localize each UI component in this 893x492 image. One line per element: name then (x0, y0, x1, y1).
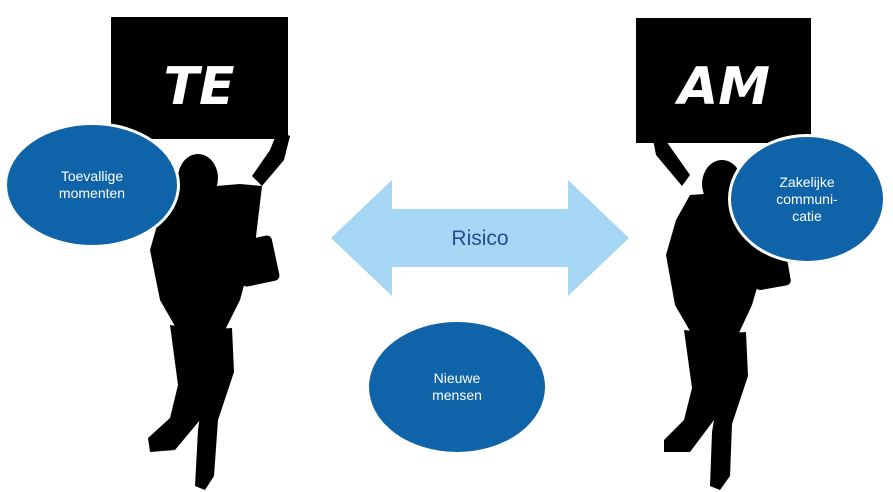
bubble-left: Toevallige momenten (4, 122, 180, 248)
right-sign-board (636, 18, 811, 143)
bubble-left-text: Toevallige momenten (58, 168, 126, 201)
right-sign-text: AM (674, 57, 770, 117)
risk-double-arrow (331, 180, 629, 296)
left-person-silhouette (111, 17, 290, 490)
bubble-bottom: Nieuwe mensen (369, 322, 545, 452)
bubble-bottom-text: Nieuwe mensen (432, 370, 482, 403)
right-person-silhouette (636, 18, 811, 490)
left-sign-text: TE (164, 57, 235, 117)
bubble-right: Zakelijke communi- catie (728, 134, 886, 264)
left-sign-board (111, 17, 288, 139)
arrow-label: Risico (451, 227, 509, 250)
bubble-right-text: Zakelijke communi- catie (776, 173, 838, 224)
